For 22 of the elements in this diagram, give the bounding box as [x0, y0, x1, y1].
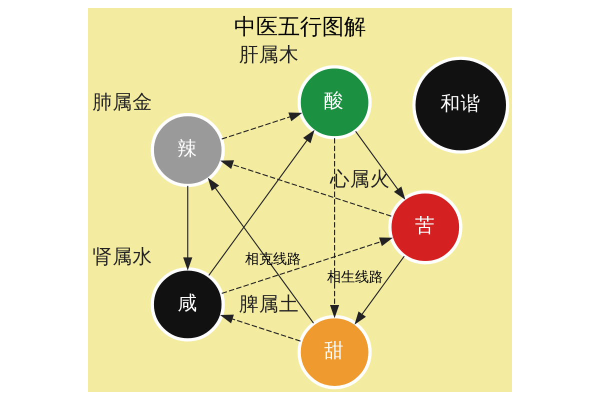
arrow [220, 160, 392, 217]
arrow [354, 256, 405, 325]
arrow [208, 130, 315, 276]
arrow [222, 237, 393, 294]
node-circle: 咸 [150, 267, 225, 342]
node-label: 肾属水 [92, 244, 152, 268]
diagram-title: 中医五行图解 [234, 15, 366, 40]
node-circle: 甜 [298, 315, 372, 390]
node-circle: 苦 [388, 190, 462, 264]
arrow [355, 131, 406, 200]
node-circle: 和谐 [412, 56, 510, 154]
arrow [220, 314, 301, 342]
node-label: 肺属金 [92, 90, 152, 114]
arrow [330, 138, 340, 318]
node-circle: 酸 [298, 65, 372, 140]
node-label: 脾属土 [239, 292, 300, 316]
arrow [208, 178, 314, 324]
arrow [183, 186, 192, 270]
node-label: 肝属木 [239, 42, 300, 66]
arrow [222, 112, 302, 140]
node-circle: 辣 [150, 113, 225, 188]
node-label: 心属火 [330, 168, 390, 191]
